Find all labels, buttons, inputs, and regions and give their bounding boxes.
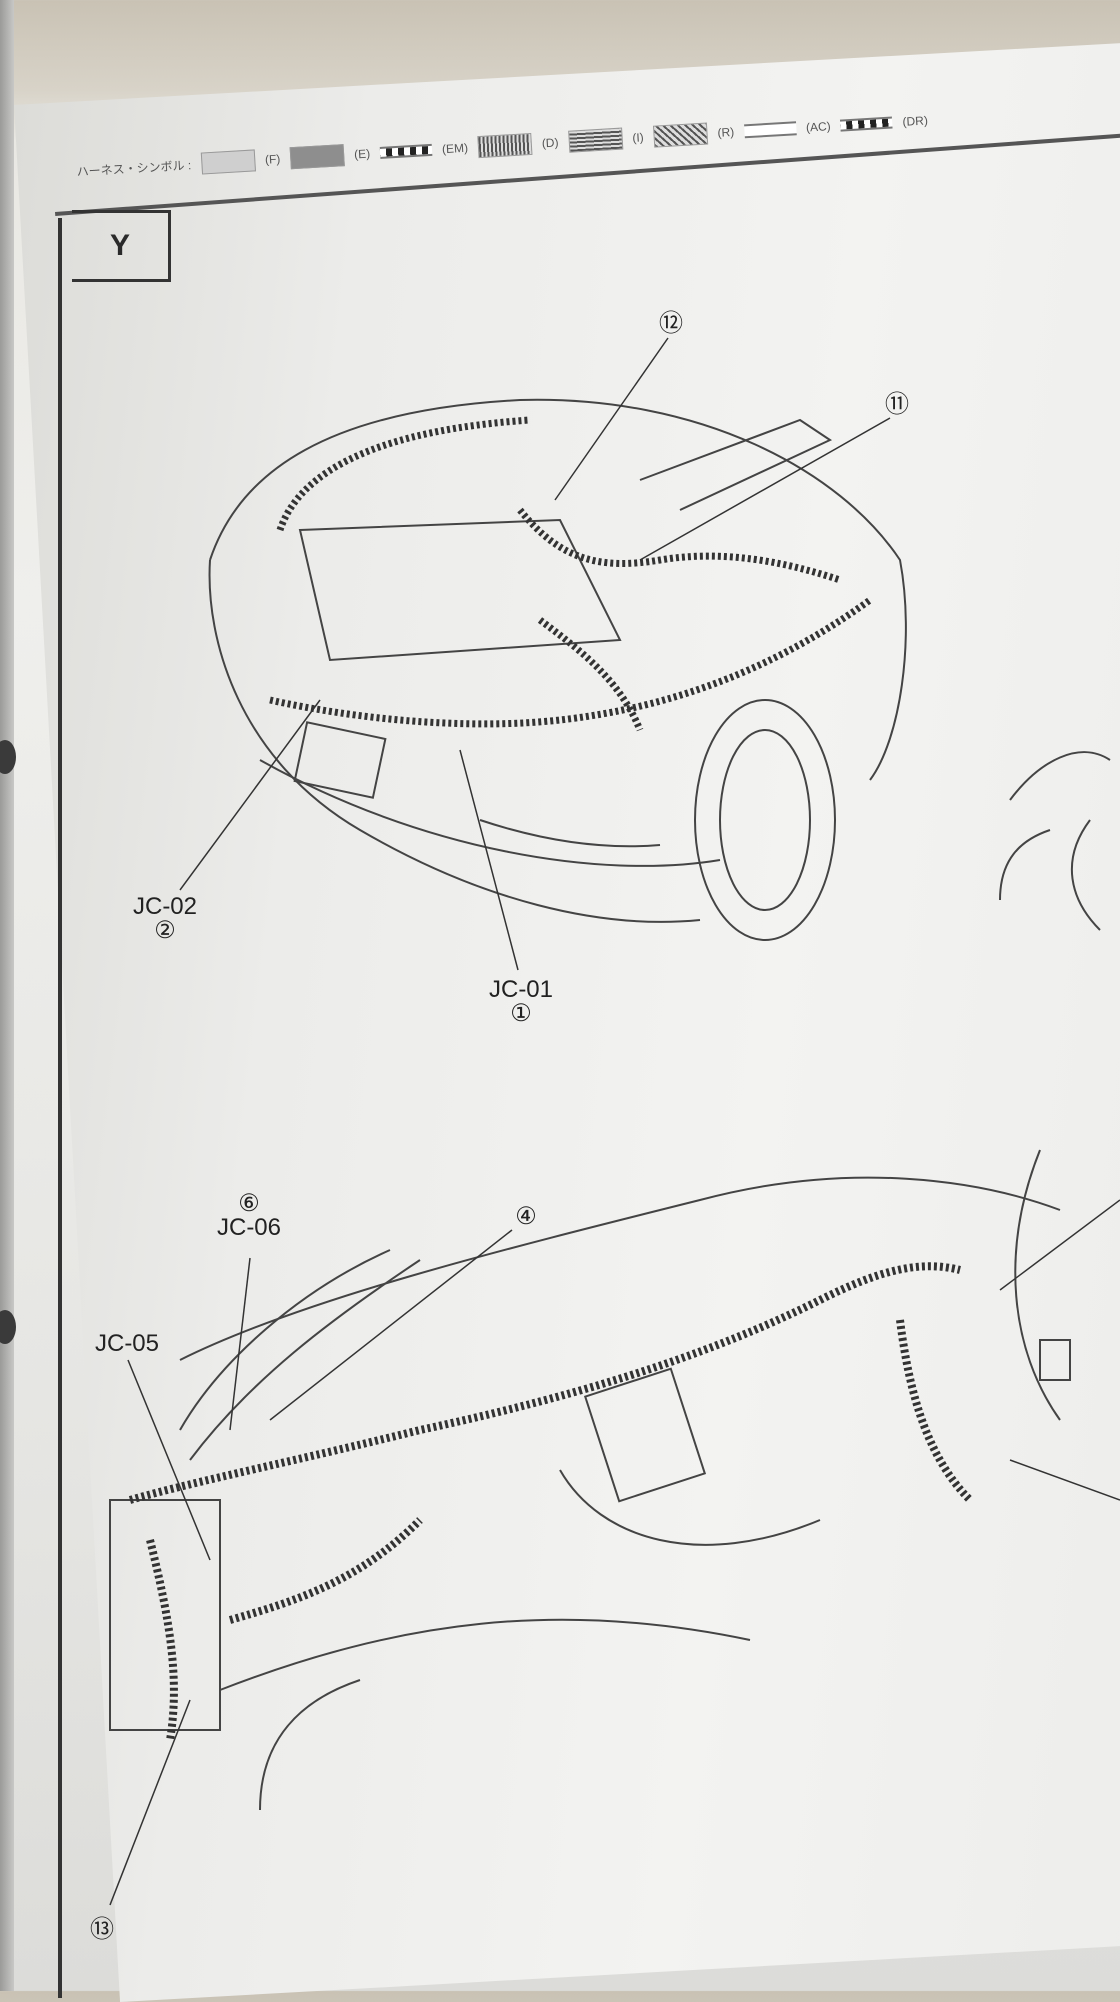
connector-label: JC-06 — [216, 1214, 282, 1241]
section-label: Y — [72, 210, 171, 282]
callout-12: ⑫ — [659, 310, 683, 337]
engine-bay-illustration — [208, 398, 1111, 941]
connector-number: ⑥ — [238, 1190, 260, 1217]
callout-4: ④ — [515, 1203, 537, 1230]
connector-label: JC-01 — [488, 976, 554, 1003]
callout-13: ⑬ — [90, 1916, 114, 1943]
callout-leaders-engine — [179, 337, 891, 971]
callout-jc-01: JC-01 ① — [489, 978, 553, 1026]
callout-11: ⑪ — [885, 391, 909, 418]
callout-leaders-dash — [109, 1199, 1120, 1906]
callout-jc-02: JC-02 ② — [133, 895, 197, 943]
connector-number: ② — [154, 917, 176, 944]
callout-jc-06: ⑥ JC-06 — [217, 1192, 281, 1240]
frame-border — [58, 218, 62, 1998]
engine-harness — [269, 416, 873, 732]
punch-hole — [0, 1310, 16, 1344]
dashboard-illustration — [109, 1149, 1071, 1811]
dash-harness — [128, 1262, 973, 1741]
punch-hole — [0, 740, 16, 774]
binder-edge — [0, 0, 16, 1991]
connector-label: JC-02 — [132, 893, 198, 920]
callout-jc-05: JC-05 — [94, 1330, 160, 1357]
connector-number: ① — [510, 1000, 532, 1027]
